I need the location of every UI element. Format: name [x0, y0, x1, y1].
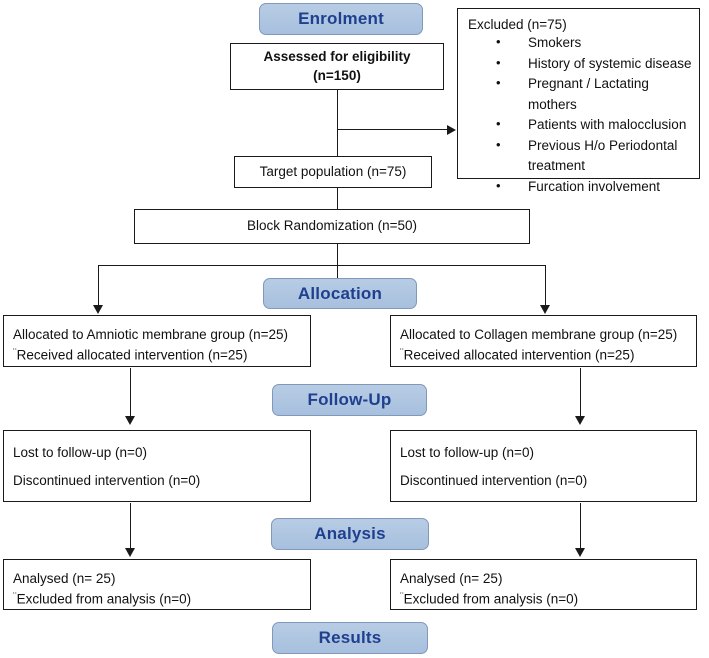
assessed-line-2: (n=150) — [313, 67, 361, 83]
allocated-right-line-2: ¨Received allocated intervention (n=25) — [400, 345, 696, 366]
allocated-left-line-1: Allocated to Amniotic membrane group (n=… — [13, 327, 289, 342]
followup-left-line-2: Discontinued intervention (n=0) — [13, 473, 201, 489]
stage-header-results: Results — [272, 622, 428, 654]
list-item: • History of systemic disease — [496, 54, 693, 75]
connector-excluded-horizontal — [337, 129, 448, 130]
stage-header-analysis-label: Analysis — [314, 524, 386, 543]
box-analysis-right: Analysed (n= 25) ¨Excluded from analysis… — [390, 559, 697, 610]
bullet-icon: • — [496, 75, 501, 91]
stage-header-enrolment: Enrolment — [259, 3, 423, 35]
connector-left-followup-to-analysis — [130, 503, 131, 551]
connector-eligibility-vertical — [337, 90, 338, 156]
connector-randomization-stem — [337, 244, 338, 282]
arrowhead-to-excluded — [447, 125, 456, 135]
dash-marker: ¨ — [13, 347, 17, 360]
excluded-item-label: Patients with malocclusion — [528, 117, 687, 133]
bullet-icon: • — [496, 54, 501, 70]
dash-marker: ¨ — [13, 591, 17, 604]
list-item: • Pregnant / Lactating mothers — [496, 74, 693, 115]
dash-marker: ¨ — [400, 591, 404, 604]
assessed-line-1: Assessed for eligibility — [263, 49, 411, 65]
analysis-right-line-2-text: Excluded from analysis (n=0) — [403, 591, 579, 607]
box-assessed-for-eligibility: Assessed for eligibility (n=150) — [230, 43, 444, 90]
excluded-item-label: Pregnant / Lactating mothers — [528, 76, 649, 112]
analysis-left-line-2: ¨Excluded from analysis (n=0) — [13, 589, 310, 610]
bullet-icon: • — [496, 34, 501, 49]
stage-header-allocation: Allocation — [263, 278, 417, 309]
excluded-item-label: Previous H/o Periodontal treatment — [528, 137, 678, 174]
box-allocated-collagen: Allocated to Collagen membrane group (n=… — [390, 315, 697, 367]
arrowhead-right-followup — [575, 416, 585, 425]
excluded-title: Excluded (n=75) — [468, 17, 567, 32]
box-followup-left: Lost to follow-up (n=0) Discontinued int… — [3, 430, 311, 502]
analysis-right-line-2: ¨Excluded from analysis (n=0) — [400, 589, 696, 610]
list-item: • Smokers — [496, 33, 693, 54]
followup-right-line-2: Discontinued intervention (n=0) — [400, 473, 588, 489]
box-analysis-left: Analysed (n= 25) ¨Excluded from analysis… — [3, 559, 311, 610]
arrowhead-right-analysis — [575, 548, 585, 557]
stage-header-followup: Follow-Up — [272, 384, 427, 416]
analysis-right-line-1: Analysed (n= 25) — [400, 571, 503, 586]
excluded-item-label: Furcation involvement — [528, 178, 661, 194]
box-followup-right: Lost to follow-up (n=0) Discontinued int… — [390, 430, 697, 502]
bullet-icon: • — [496, 136, 501, 152]
box-block-randomization: Block Randomization (n=50) — [134, 209, 530, 244]
arrowhead-allocation-left — [93, 305, 103, 314]
dash-marker: ¨ — [400, 347, 404, 360]
box-allocated-amniotic: Allocated to Amniotic membrane group (n=… — [3, 315, 311, 367]
connector-allocation-right-drop — [545, 265, 546, 309]
list-item: • Previous H/o Periodontal treatment — [496, 136, 693, 177]
allocated-right-line-1: Allocated to Collagen membrane group (n=… — [400, 327, 678, 342]
box-excluded: Excluded (n=75) • Smokers • History of s… — [457, 8, 700, 194]
list-item: • Furcation involvement — [496, 177, 693, 198]
connector-target-to-randomization — [337, 188, 338, 209]
connector-right-followup-to-analysis — [580, 503, 581, 551]
stage-header-enrolment-label: Enrolment — [298, 9, 384, 28]
analysis-left-line-2-text: Excluded from analysis (n=0) — [16, 591, 192, 607]
stage-header-analysis: Analysis — [271, 518, 429, 550]
box-target-population: Target population (n=75) — [234, 156, 432, 188]
connector-right-alloc-to-followup — [580, 368, 581, 419]
target-population-label: Target population (n=75) — [259, 163, 407, 179]
stage-header-followup-label: Follow-Up — [307, 390, 392, 409]
connector-allocation-left-drop — [98, 265, 99, 309]
excluded-item-label: History of systemic disease — [528, 55, 692, 71]
bullet-icon: • — [496, 116, 501, 132]
analysis-left-line-1: Analysed (n= 25) — [13, 571, 116, 586]
connector-left-alloc-to-followup — [130, 368, 131, 419]
allocated-right-line-2-text: Received allocated intervention (n=25) — [403, 347, 635, 363]
bullet-icon: • — [496, 177, 501, 193]
stage-header-results-label: Results — [318, 628, 382, 647]
followup-left-line-1: Lost to follow-up (n=0) — [13, 445, 147, 460]
block-randomization-label: Block Randomization (n=50) — [247, 218, 417, 234]
followup-right-line-1: Lost to follow-up (n=0) — [400, 445, 534, 460]
allocated-left-line-2-text: Received allocated intervention (n=25) — [16, 347, 248, 363]
arrowhead-left-analysis — [125, 548, 135, 557]
arrowhead-left-followup — [125, 416, 135, 425]
excluded-item-label: Smokers — [528, 35, 582, 50]
arrowhead-allocation-right — [540, 305, 550, 314]
connector-allocation-split-bar — [98, 265, 546, 266]
list-item: • Patients with malocclusion — [496, 115, 693, 136]
excluded-criteria-list: • Smokers • History of systemic disease … — [466, 33, 693, 197]
allocated-left-line-2: ¨Received allocated intervention (n=25) — [13, 345, 310, 366]
stage-header-allocation-label: Allocation — [297, 283, 383, 303]
